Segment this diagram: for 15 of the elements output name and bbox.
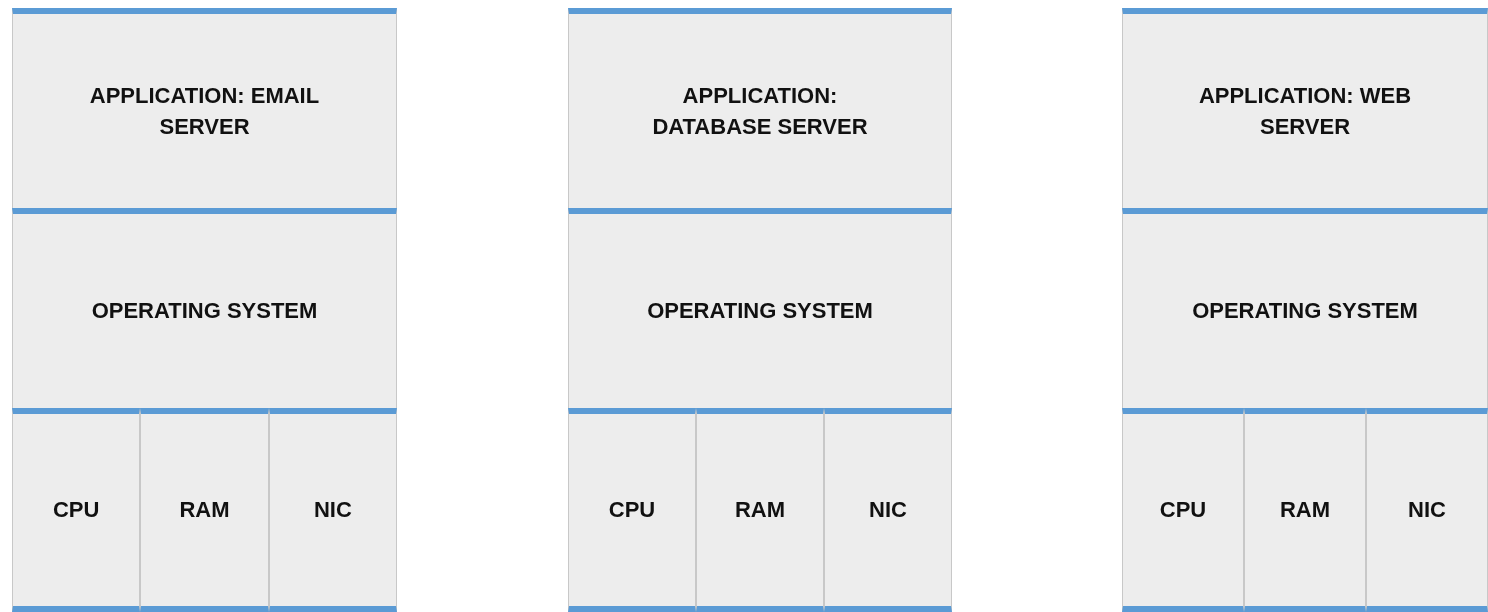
hardware-component-cell: NIC bbox=[1366, 408, 1488, 612]
hardware-component-cell: CPU bbox=[12, 408, 141, 612]
hardware-component-cell: NIC bbox=[824, 408, 952, 612]
hardware-component-cell: RAM bbox=[1244, 408, 1366, 612]
operating-system-layer-box: OPERATING SYSTEM bbox=[1122, 208, 1488, 410]
hardware-component-cell: CPU bbox=[1122, 408, 1244, 612]
hardware-component-cell: NIC bbox=[268, 408, 397, 612]
application-layer-box: APPLICATION: WEB SERVER bbox=[1122, 8, 1488, 210]
hardware-component-cell: RAM bbox=[696, 408, 824, 612]
application-layer-box: APPLICATION: EMAIL SERVER bbox=[12, 8, 397, 210]
hardware-component-cell: CPU bbox=[568, 408, 696, 612]
hardware-component-cell: RAM bbox=[140, 408, 269, 612]
operating-system-layer-box: OPERATING SYSTEM bbox=[12, 208, 397, 410]
application-layer-box: APPLICATION: DATABASE SERVER bbox=[568, 8, 952, 210]
operating-system-layer-box: OPERATING SYSTEM bbox=[568, 208, 952, 410]
